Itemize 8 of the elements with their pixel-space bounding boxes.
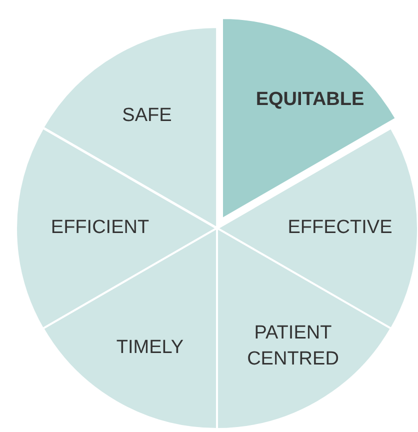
segment-label: EFFECTIVE <box>286 216 394 240</box>
segment-label: SAFE <box>121 104 173 128</box>
segment-label: EQUITABLE <box>254 88 366 112</box>
pie-segment <box>16 128 217 328</box>
segment-label: TIMELY <box>115 336 185 360</box>
segment-label: EFFICIENT <box>50 216 150 240</box>
pie-segment <box>222 18 396 220</box>
segment-label: PATIENT CENTRED <box>246 321 340 371</box>
